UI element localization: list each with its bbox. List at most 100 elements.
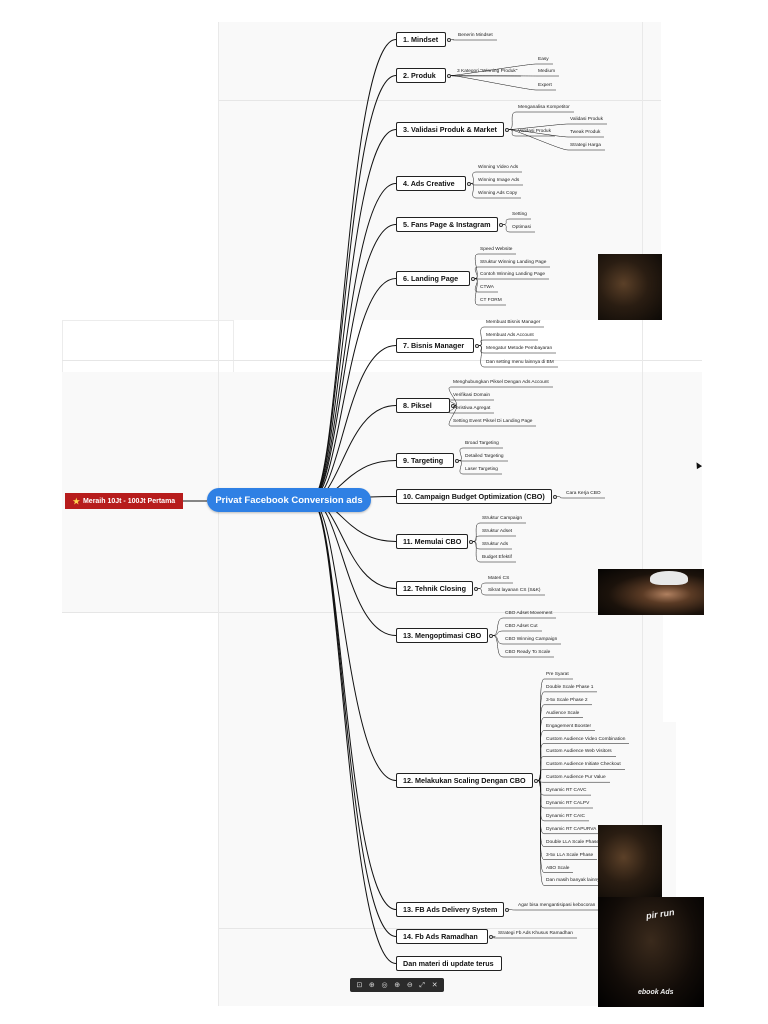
subtopic-label[interactable]: Custom Audience Initiate Checkout xyxy=(546,762,621,768)
subtopic-label[interactable]: Tweak Produk xyxy=(570,130,601,135)
collapse-dot-icon[interactable] xyxy=(447,37,451,42)
topic-node[interactable]: 9. Targeting xyxy=(396,453,454,468)
central-topic[interactable]: Privat Facebook Conversion ads xyxy=(207,488,371,512)
subtopic-label[interactable]: Struktur Winning Landing Page xyxy=(480,260,547,265)
subtopic-label[interactable]: Detailed Targeting xyxy=(465,454,504,459)
collapse-dot-icon[interactable] xyxy=(534,778,538,783)
subtopic-label[interactable]: Dynamic RT CAPURVA xyxy=(546,826,597,832)
subtopic-label[interactable]: Medium xyxy=(538,69,556,74)
subtopic-label[interactable]: Verifikasi Domain xyxy=(453,393,491,398)
save-icon[interactable]: ⊡ xyxy=(356,981,363,989)
subtopic-label[interactable]: CBO Winning Campaign xyxy=(505,637,558,642)
topic-node[interactable]: 7. Bisnis Manager xyxy=(396,338,474,353)
subtopic-label[interactable]: Expert xyxy=(538,83,552,88)
collapse-dot-icon[interactable] xyxy=(474,586,478,591)
subtopic-label[interactable]: Strategi Fb Ads Khusus Ramadhan xyxy=(498,931,573,936)
subtopic-label[interactable]: Contoh Winning Landing Page xyxy=(480,272,546,277)
subtopic-label[interactable]: Winning Image Ads xyxy=(478,178,520,183)
subtopic-label[interactable]: Easy xyxy=(538,57,549,62)
subtopic-label[interactable]: Engagement Booster xyxy=(546,723,592,729)
webcam-video-4[interactable]: pir run ebook Ads xyxy=(598,897,704,1007)
collapse-dot-icon[interactable] xyxy=(455,458,459,463)
subtopic-label[interactable]: Cara Kerja CBO xyxy=(566,491,601,496)
subtopic-label[interactable]: Struktur Campaign xyxy=(482,516,522,521)
subtopic-label[interactable]: Double Scale Phase 1 xyxy=(546,684,594,690)
subtopic-label[interactable]: Dynamic RT CALPV xyxy=(546,801,590,806)
subtopic-label[interactable]: Audience Scale xyxy=(546,710,580,716)
subtopic-label[interactable]: Winning Video Ads xyxy=(478,165,519,170)
subtopic-label[interactable]: Double LLA Scale Phase xyxy=(546,839,600,845)
topic-node[interactable]: 13. FB Ads Delivery System xyxy=(396,902,505,917)
topic-node[interactable]: 4. Ads Creative xyxy=(396,176,466,191)
subtopic-label[interactable]: Broad Targeting xyxy=(465,441,499,446)
subtopic-label[interactable]: Sikrat layanan CS (S&K) xyxy=(488,588,541,593)
collapse-dot-icon[interactable] xyxy=(467,181,471,186)
topic-node[interactable]: 14. Fb Ads Ramadhan xyxy=(396,929,488,944)
subtopic-label[interactable]: 3 Kategori "Winning Produk" xyxy=(457,69,518,74)
collapse-dot-icon[interactable] xyxy=(505,907,509,912)
subtopic-label[interactable]: Struktur Adset xyxy=(482,529,513,534)
subtopic-label[interactable]: Setting Event Piksel Di Landing Page xyxy=(453,419,533,424)
subtopic-label[interactable]: Speed Website xyxy=(480,247,513,252)
subtopic-label[interactable]: Peristiwa Agregat xyxy=(453,406,491,411)
subtopic-label[interactable]: Custom Audience Web Visitors xyxy=(546,749,612,755)
subtopic-label[interactable]: Menganalisa Kompetitor xyxy=(518,105,570,110)
center-icon[interactable]: ◎ xyxy=(381,981,388,989)
collapse-dot-icon[interactable] xyxy=(489,633,493,638)
topic-node[interactable]: 11. Memulai CBO xyxy=(396,534,469,549)
subtopic-label[interactable]: Setting xyxy=(512,212,527,217)
subtopic-label[interactable]: Pre Syarat xyxy=(546,672,569,677)
topic-node[interactable]: 3. Validasi Produk & Market xyxy=(396,122,504,137)
subtopic-label[interactable]: Budget Efektif xyxy=(482,555,512,560)
zoom-out-icon[interactable]: ⊖ xyxy=(406,981,413,989)
collapse-dot-icon[interactable] xyxy=(469,539,473,544)
topic-node[interactable]: 12. Tehnik Closing xyxy=(396,581,473,596)
close-icon[interactable]: ✕ xyxy=(431,981,438,989)
subtopic-label[interactable]: Benerin Mindset xyxy=(458,33,493,38)
fit-icon[interactable]: ⤢ xyxy=(419,981,425,989)
webcam-video-3[interactable] xyxy=(598,825,662,897)
subtopic-label[interactable]: Laser Targeting xyxy=(465,467,498,472)
subtopic-label[interactable]: CTWA xyxy=(480,285,494,290)
subtopic-label[interactable]: CBO Adset Movement xyxy=(505,611,553,616)
webcam-video-2[interactable] xyxy=(598,569,704,615)
topic-node[interactable]: 6. Landing Page xyxy=(396,271,470,286)
subtopic-label[interactable]: Custom Audience Video Combination xyxy=(546,736,626,742)
subtopic-label[interactable]: Validasi Produk xyxy=(570,117,603,122)
subtopic-label[interactable]: Membuat Ads Account xyxy=(486,333,534,338)
subtopic-label[interactable]: CT FORM xyxy=(480,298,502,303)
topic-node[interactable]: 8. Piksel xyxy=(396,398,450,413)
subtopic-label[interactable]: Menghubungkan Piksel Dengan Ads Account xyxy=(453,380,549,385)
subtopic-label[interactable]: Dan setting menu lainnya di BM xyxy=(486,360,554,365)
subtopic-label[interactable]: ABO Scale xyxy=(546,865,570,871)
subtopic-label[interactable]: Struktur Ads xyxy=(482,542,509,547)
topic-node[interactable]: 12. Melakukan Scaling Dengan CBO xyxy=(396,773,533,788)
subtopic-label[interactable]: 3-5x LLA Scale Phase xyxy=(546,852,594,858)
topic-node[interactable]: 10. Campaign Budget Optimization (CBO) xyxy=(396,489,552,504)
subtopic-label[interactable]: Mengatur Metode Pembayaran xyxy=(486,346,553,351)
subtopic-label[interactable]: Dynamic RT CAVC xyxy=(546,788,587,794)
subtopic-label[interactable]: Agar bisa mengantisipasi kebocoran xyxy=(518,903,596,908)
subtopic-label[interactable]: Dan masih banyak lainnya xyxy=(546,878,603,884)
collapse-dot-icon[interactable] xyxy=(471,276,475,281)
topic-node[interactable]: Dan materi di update terus xyxy=(396,956,502,971)
subtopic-label[interactable]: Dynamic RT CAIC xyxy=(546,813,586,819)
webcam-video-1[interactable] xyxy=(598,254,662,320)
zoom-in-icon[interactable]: ⊕ xyxy=(394,981,401,989)
subtopic-label[interactable]: Winning Ads Copy xyxy=(478,191,518,196)
subtopic-label[interactable]: Strategi Harga xyxy=(570,143,601,148)
subtopic-label[interactable]: Custom Audience Pur Value xyxy=(546,775,606,781)
collapse-dot-icon[interactable] xyxy=(451,403,455,408)
subtopic-label[interactable]: CBO Ready To Scale xyxy=(505,650,551,655)
collapse-dot-icon[interactable] xyxy=(505,127,509,132)
subtopic-label[interactable]: Validasi Produk xyxy=(518,129,551,134)
collapse-dot-icon[interactable] xyxy=(447,73,451,78)
collapse-dot-icon[interactable] xyxy=(475,343,479,348)
topic-node[interactable]: 1. Mindset xyxy=(396,32,446,47)
collapse-dot-icon[interactable] xyxy=(489,934,493,939)
subtopic-label[interactable]: CBO Adset Cut xyxy=(505,624,538,629)
topic-node[interactable]: 2. Produk xyxy=(396,68,446,83)
subtopic-label[interactable]: 3-5x Scale Phase 2 xyxy=(546,697,588,703)
subtopic-label[interactable]: Membuat Bisnis Manager xyxy=(486,320,541,325)
subtopic-label[interactable]: Optimasi xyxy=(512,225,531,230)
